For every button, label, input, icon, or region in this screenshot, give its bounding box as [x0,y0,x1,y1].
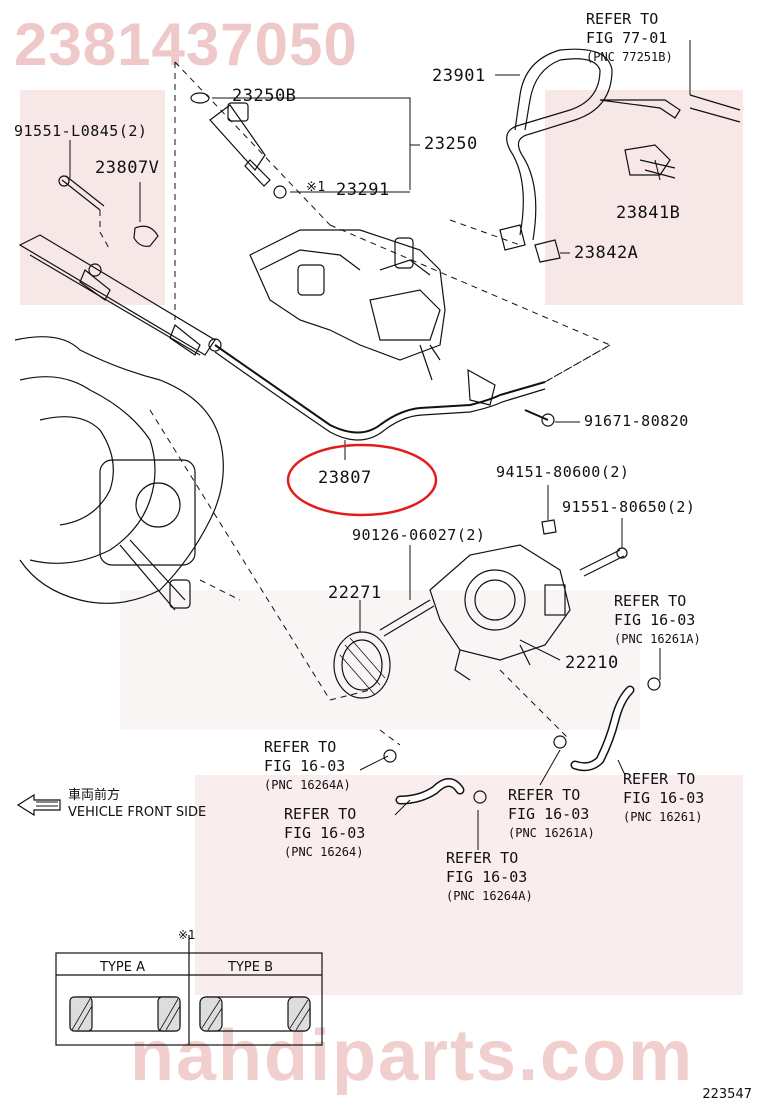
gasket-22271-drawing [333,631,391,699]
refer-callout-16261A-upper[interactable]: REFER TO FIG 16-03 (PNC 16261A) [614,592,701,649]
watermark-block-middle [120,590,640,730]
clip-16261A-drawing [647,677,661,691]
refer-pnc: (PNC 16264) [284,845,364,859]
refer-pnc: (PNC 16261A) [508,826,595,840]
refer-callout-77-01[interactable]: REFER TO FIG 77-01 (PNC 77251B) [586,10,673,67]
refer-pnc: (PNC 16261) [623,810,703,824]
watermark-block-right [545,90,743,305]
refer-line2: FIG 16-03 [508,805,590,823]
clamp-23841B-drawing [624,144,671,176]
vehicle-front-arrow-icon [16,793,61,817]
refer-callout-16264[interactable]: REFER TO FIG 16-03 (PNC 16264) [284,805,365,862]
figure-code: 223547 [702,1087,752,1102]
stud-90126-drawing [379,599,435,637]
refer-line1: REFER TO [586,10,659,28]
fuel-pipe-23807-outline [214,351,546,441]
fuel-pipe-23807-drawing [214,344,546,434]
label-23842A[interactable]: 23842A [574,243,639,263]
label-91671-80820[interactable]: 91671-80820 [584,412,689,430]
legend-type-a: TYPE A [100,960,145,975]
refer-callout-16261[interactable]: REFER TO FIG 16-03 (PNC 16261) [623,770,704,827]
refer-line1: REFER TO [284,805,357,823]
refer-line2: FIG 16-03 [446,868,528,886]
label-22210[interactable]: 22210 [565,653,619,673]
label-23841B[interactable]: 23841B [616,203,681,223]
leader-lines [69,40,691,850]
engine-head-drawing [249,229,446,381]
label-23291[interactable]: 23291 [336,180,390,200]
label-23291-note: ※1 [306,180,326,195]
clip-16264A-drawing [383,749,397,763]
label-94151-80600[interactable]: 94151-80600(2) [496,463,630,481]
refer-callout-16261A-lower[interactable]: REFER TO FIG 16-03 (PNC 16261A) [508,786,595,843]
label-22271[interactable]: 22271 [328,583,382,603]
refer-pnc: (PNC 16261A) [614,632,701,646]
watermark-site: nahdiparts.com [130,1016,695,1096]
type-legend-table [55,935,323,1046]
fuel-delivery-pipe-drawing [18,234,222,356]
highlight-circle [286,443,438,517]
label-23250B[interactable]: 23250B [232,86,297,106]
refer-line2: FIG 16-03 [264,757,346,775]
label-23250[interactable]: 23250 [424,134,478,154]
refer-callout-16264A-left[interactable]: REFER TO FIG 16-03 (PNC 16264A) [264,738,351,795]
vehicle-front-label-jp: 車両前方 [68,788,121,803]
stud-91551-80650-drawing [579,549,625,577]
type-a-gasket-drawing [69,996,181,1032]
refer-line1: REFER TO [264,738,337,756]
type-b-gasket-drawing [199,996,311,1032]
throttle-body-22210-drawing [429,544,571,681]
bolt-91551-L0845-drawing [61,175,105,211]
refer-pnc: (PNC 16264A) [264,778,351,792]
vehicle-front-label-en: VEHICLE FRONT SIDE [68,805,207,820]
label-90126-06027[interactable]: 90126-06027(2) [352,526,486,544]
legend-note: ※1 [178,928,196,942]
refer-line1: REFER TO [508,786,581,804]
legend-type-b: TYPE B [228,960,273,975]
clip-23842A-drawing [534,239,561,263]
fuel-hose-23901-drawing [499,48,681,251]
watermark-part-number: 2381437050 [14,11,358,78]
refer-line1: REFER TO [614,592,687,610]
refer-line2: FIG 16-03 [284,824,366,842]
label-23807[interactable]: 23807 [318,468,372,488]
intake-manifold-drawing [14,336,224,611]
refer-line2: FIG 77-01 [586,29,668,47]
refer-line2: FIG 16-03 [614,611,696,629]
refer-line1: REFER TO [446,849,519,867]
spacer-23807V-drawing [133,225,159,247]
refer-callout-16264A-right[interactable]: REFER TO FIG 16-03 (PNC 16264A) [446,849,533,906]
pipe-bracket-drawing [467,368,496,406]
injector-drawing [190,92,287,199]
label-91551-L0845[interactable]: 91551-L0845(2) [14,122,148,140]
label-91551-80650[interactable]: 91551-80650(2) [562,498,696,516]
refer-pnc: (PNC 16264A) [446,889,533,903]
label-23901[interactable]: 23901 [432,66,486,86]
fuel-line-77-01-drawing [689,94,741,123]
refer-line2: FIG 16-03 [623,789,705,807]
refer-pnc: (PNC 77251B) [586,50,673,64]
bolt-91671-drawing [524,409,549,421]
label-23807V[interactable]: 23807V [95,158,160,178]
phantom-lines [99,61,612,746]
refer-line1: REFER TO [623,770,696,788]
watermark-block-bottom [195,775,743,995]
nut-94151-drawing [541,519,557,535]
